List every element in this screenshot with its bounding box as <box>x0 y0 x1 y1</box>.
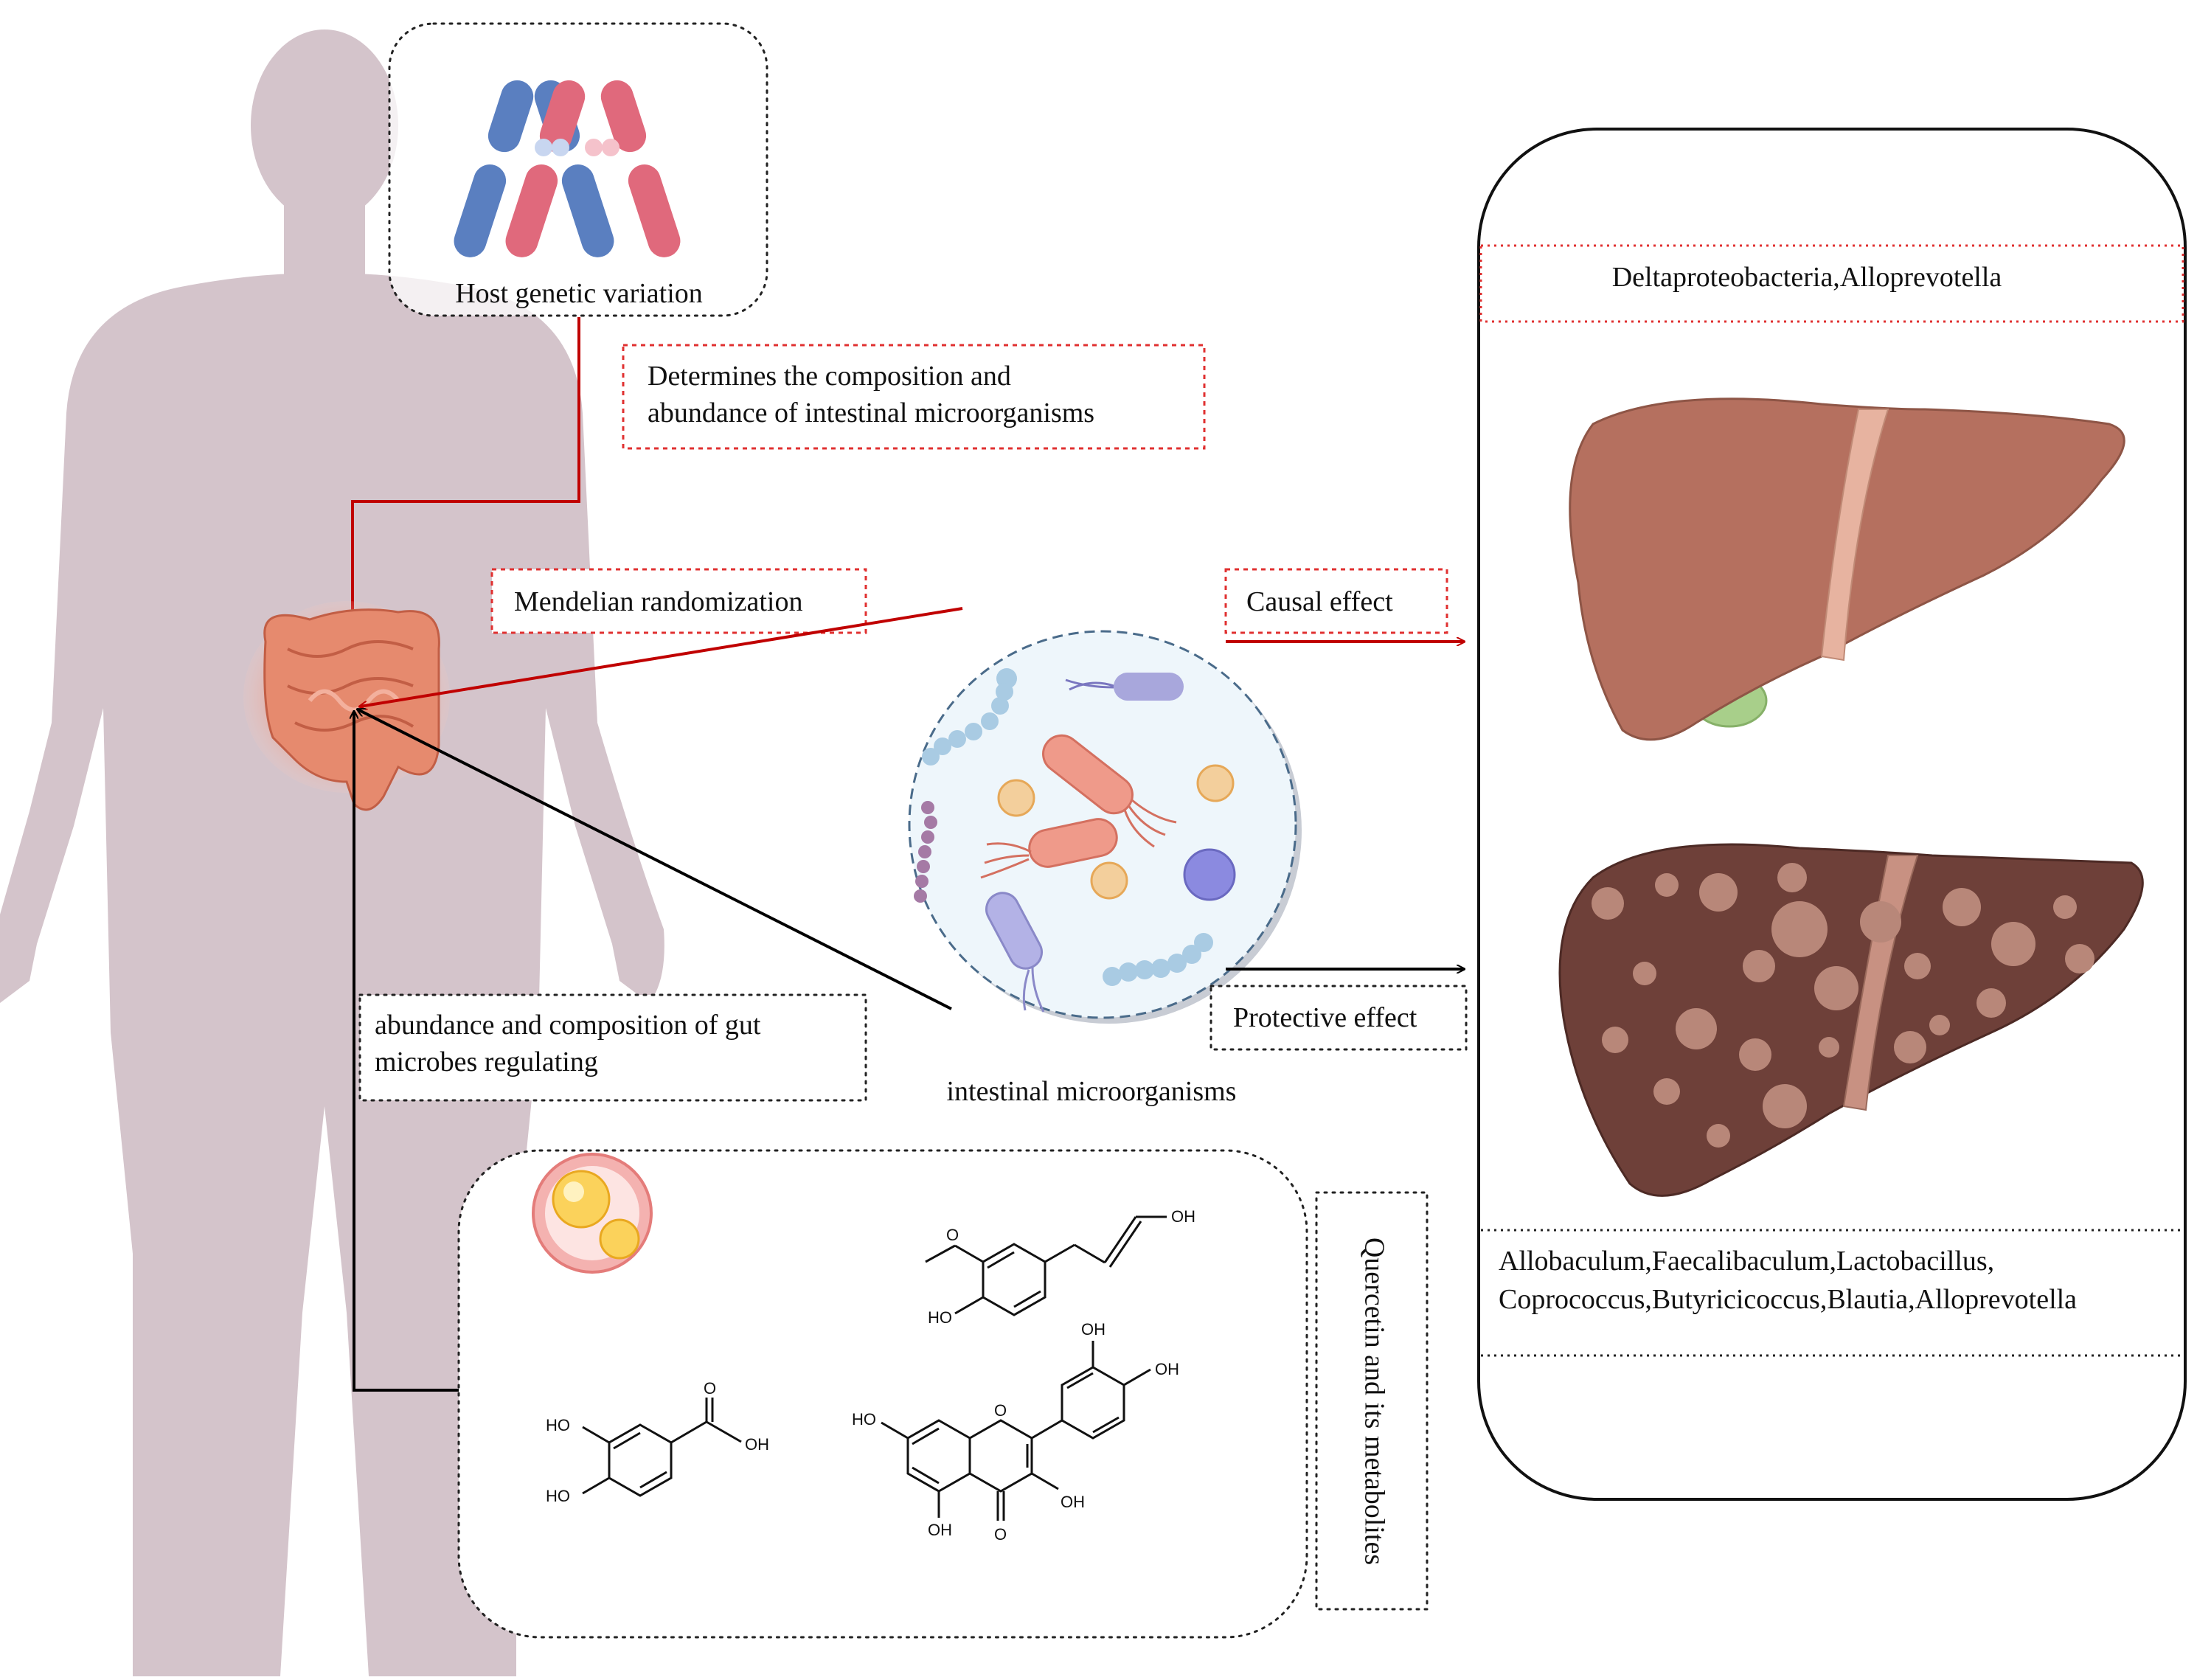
gut-regulating-line-1: abundance and composition of gut <box>375 1010 761 1041</box>
chem-label-o-2: O <box>704 1379 716 1398</box>
causal-effect-box <box>1224 568 1448 634</box>
chem-label-o-4: O <box>994 1525 1007 1544</box>
red-line-gut-to-microbes <box>360 607 963 707</box>
causal-taxa-label: Deltaproteobacteria,Alloprevotella <box>1612 262 2002 293</box>
metabolites-box <box>457 1149 1308 1639</box>
chem-label-oh-1: OH <box>1171 1207 1195 1226</box>
black-arrow-metabolites-to-gut <box>354 712 459 1392</box>
protective-taxa-line-2: Coprococcus,Butyricicoccus,Blautia,Allop… <box>1499 1284 2077 1315</box>
chem-label-ho-1: HO <box>928 1308 952 1327</box>
causal-taxa-box <box>1479 244 2184 323</box>
chem-label-oh-5: OH <box>1155 1360 1179 1378</box>
determines-line-1: Determines the composition and <box>648 361 1011 392</box>
chem-protocatechuic-acid <box>582 1398 742 1497</box>
chem-label-o-3: O <box>994 1401 1007 1420</box>
protective-taxa-line-1: Allobaculum,Faecalibaculum,Lactobacillus… <box>1499 1246 1994 1277</box>
red-arrow-genetics-to-gut <box>353 317 580 690</box>
quercetin-label: Quercetin and its metabolites <box>1358 1238 1389 1565</box>
chem-label-ho-3: HO <box>546 1487 570 1505</box>
gut-regulating-line-2: microbes regulating <box>375 1046 598 1077</box>
chem-label-oh-3: OH <box>1061 1493 1085 1511</box>
liver-cirrhotic-icon <box>1558 843 2144 1197</box>
chem-label-oh-4: OH <box>928 1521 952 1539</box>
causal-effect-label: Causal effect <box>1246 586 1393 617</box>
chem-quercetin <box>881 1341 1151 1521</box>
liver-healthy-icon <box>1569 398 2125 741</box>
chem-label-ho-4: HO <box>852 1410 876 1429</box>
chromosome-icon <box>454 80 681 257</box>
chem-ferulic-alcohol <box>925 1215 1167 1316</box>
mendelian-box <box>490 568 867 634</box>
gut-regulating-box <box>358 993 867 1102</box>
protective-effect-label: Protective effect <box>1233 1002 1417 1033</box>
bacteria-icon <box>914 668 1236 1013</box>
intestine-icon <box>243 601 450 811</box>
lipid-droplet-icon <box>532 1153 653 1274</box>
chem-label-o-1: O <box>946 1226 959 1244</box>
determines-line-2: abundance of intestinal microorganisms <box>648 398 1094 428</box>
host-genetic-label: Host genetic variation <box>455 278 703 309</box>
determines-box <box>622 344 1206 450</box>
mendelian-label: Mendelian randomization <box>514 586 803 617</box>
intestinal-microorganisms-label: intestinal microorganisms <box>947 1076 1237 1107</box>
chem-label-oh-2: OH <box>745 1435 769 1454</box>
chem-label-oh-6: OH <box>1081 1320 1106 1339</box>
protective-effect-box <box>1209 985 1468 1051</box>
chem-label-ho-2: HO <box>546 1416 570 1434</box>
quercetin-label-box <box>1315 1191 1429 1611</box>
black-line-microbes-to-gut <box>358 709 952 1010</box>
